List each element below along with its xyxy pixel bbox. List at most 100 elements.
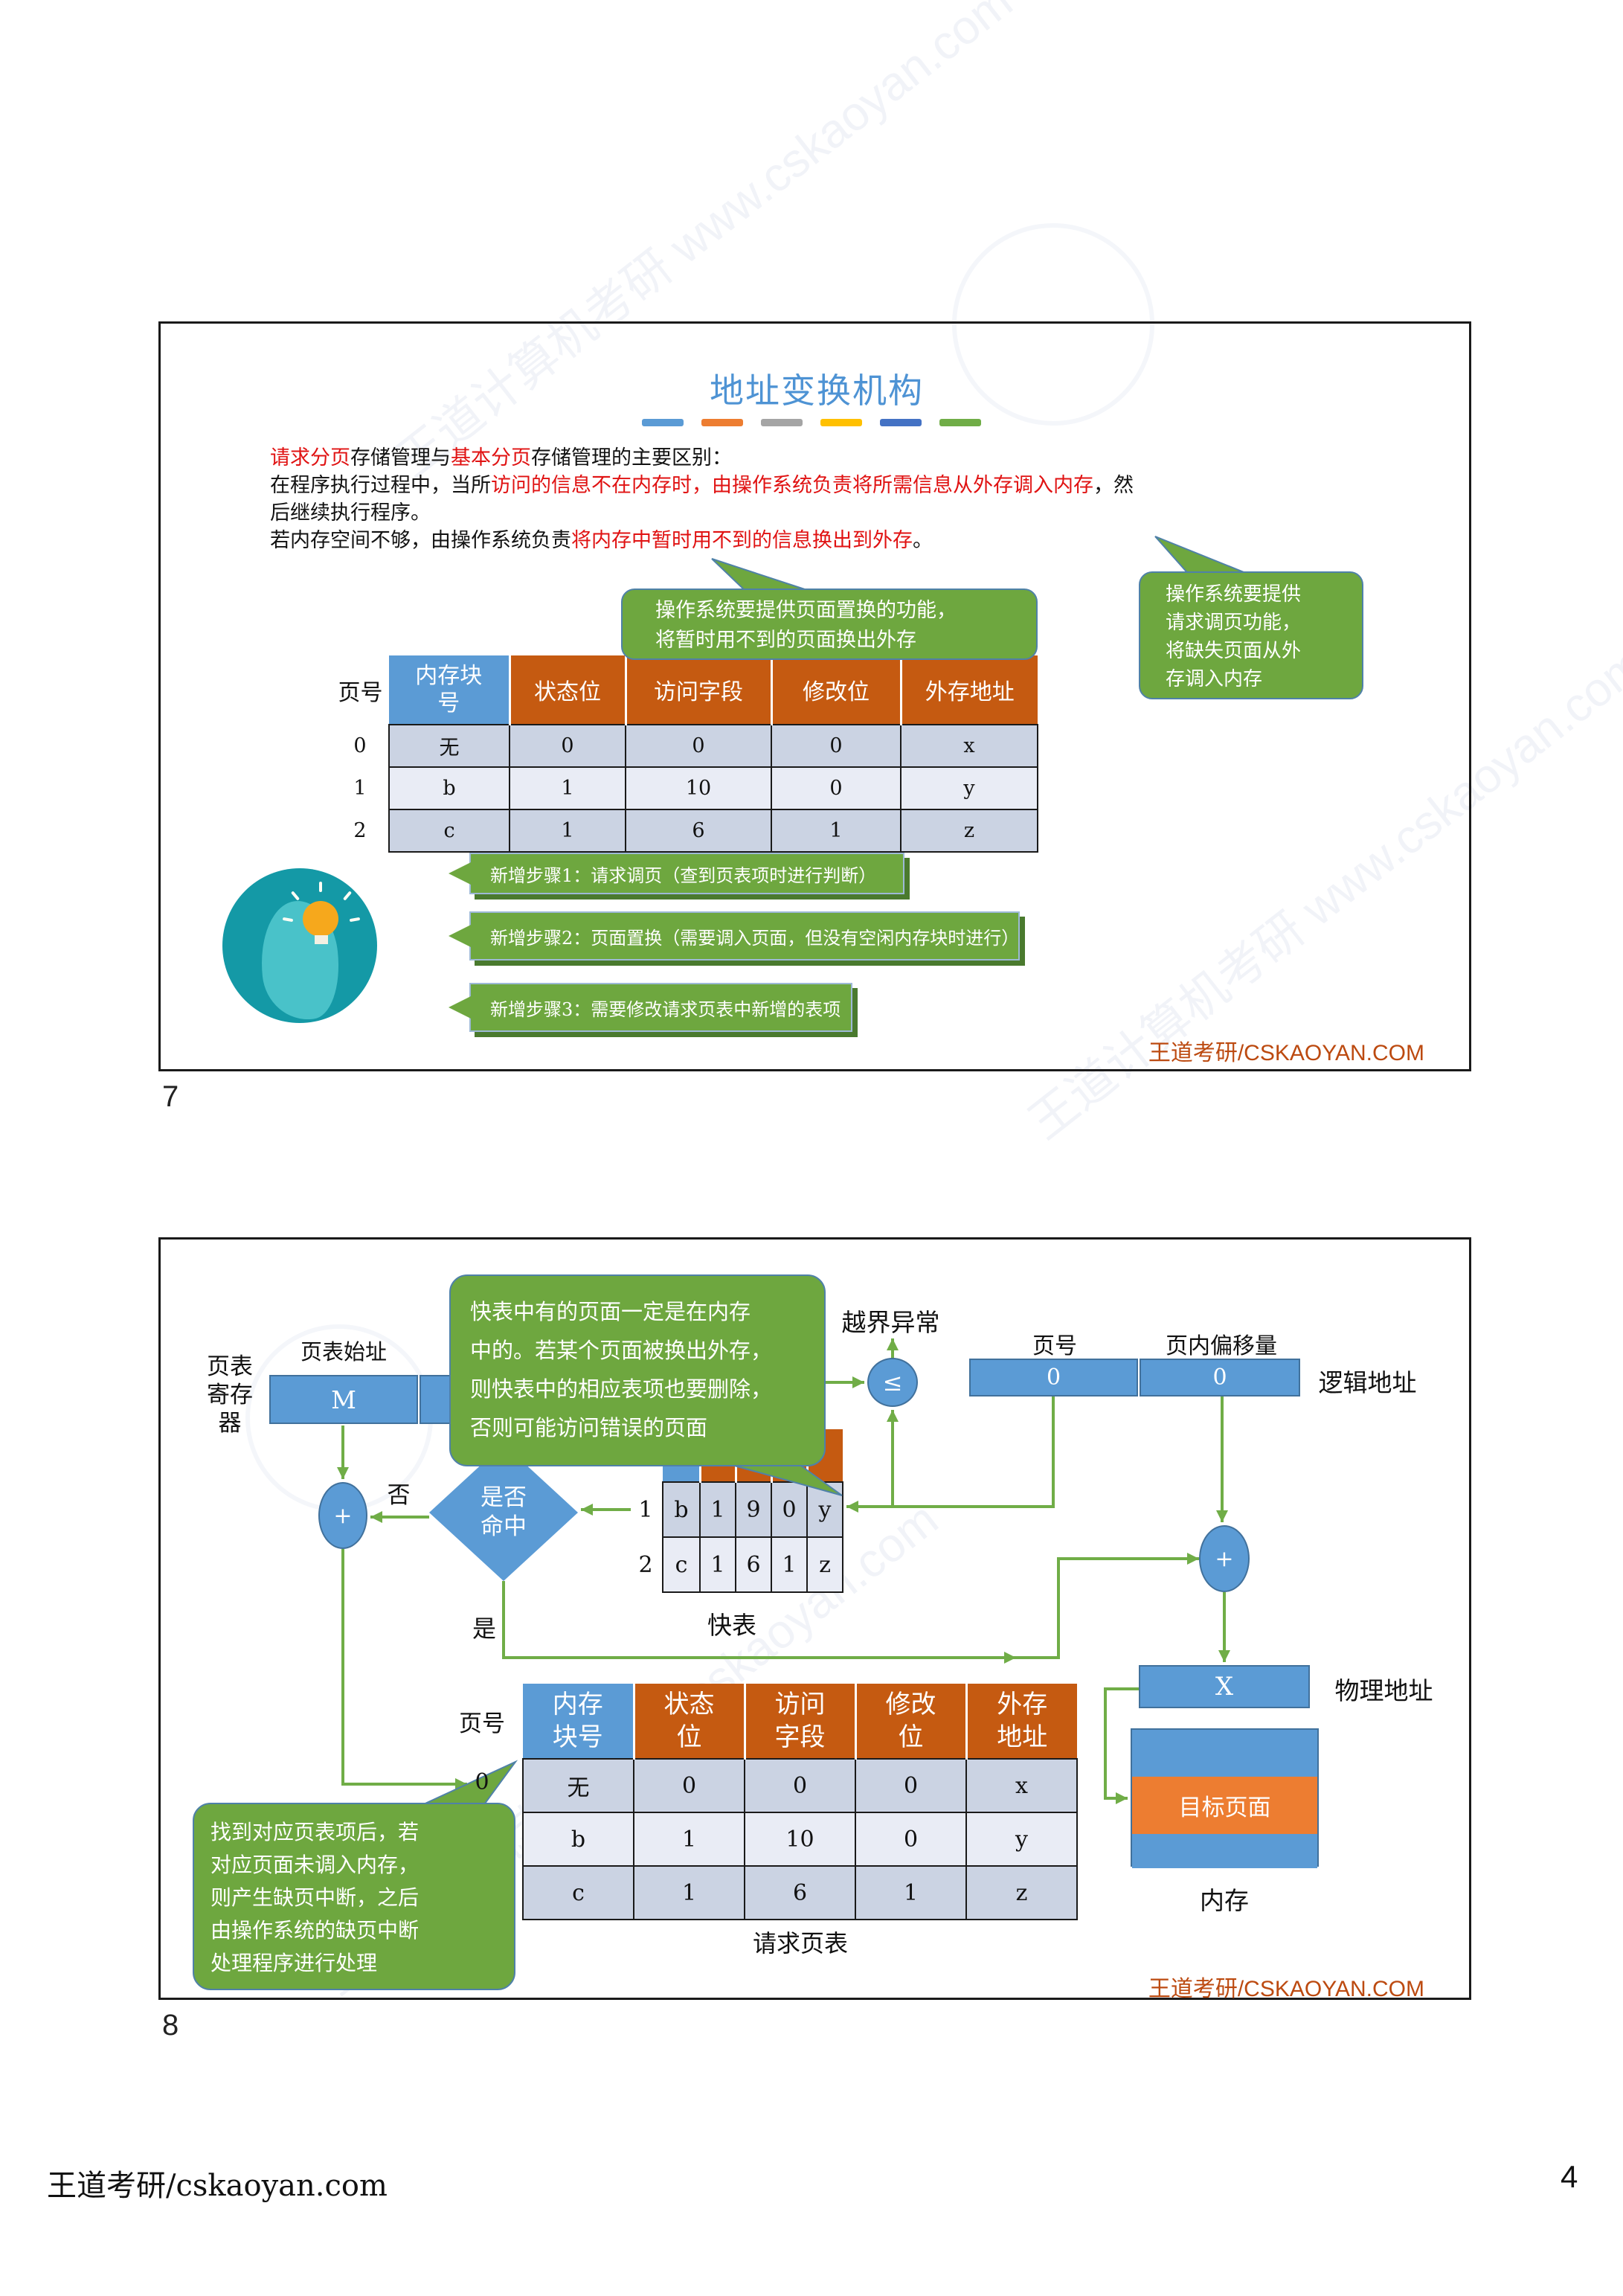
accent-dash (939, 419, 981, 426)
callout-line: 则产生缺页中断，之后 (210, 1885, 420, 1910)
document-footer: 王道考研/cskaoyan.com (47, 2169, 388, 2203)
slide-footer: 王道考研/CSKAOYAN.COM (1148, 1977, 1424, 2001)
adder-left: + (318, 1482, 367, 1549)
column-header: 状态位 (508, 655, 626, 725)
document-page-number: 4 (1561, 2159, 1578, 2194)
memory-label: 内存 (1200, 1886, 1249, 1915)
out-of-bounds-label: 越界异常 (841, 1308, 940, 1337)
paragraph-line: 请求分页存储管理与基本分页存储管理的主要区别： (270, 446, 732, 469)
paragraph-line: 在程序执行过程中，当所访问的信息不在内存时，由操作系统负责将所需信息从外存调入内… (270, 474, 1134, 497)
logical-page-number-box: 0 (969, 1359, 1138, 1396)
table-row: 0 无 0 0 0 x (332, 724, 1038, 768)
accent-dash (880, 419, 922, 426)
req-table-caption: 请求页表 (752, 1929, 848, 1957)
callout-page-replacement: 操作系统要提供页面置换的功能， 将暂时用不到的页面换出外存 (621, 589, 1038, 660)
adder-right: + (1199, 1525, 1250, 1592)
label-line: 寄存 (207, 1382, 253, 1408)
column-header: 访问字段 (743, 1684, 855, 1759)
callout-line: 找到对应页表项后，若 (210, 1820, 420, 1844)
callout-line: 操作系统要提供 (1166, 583, 1302, 606)
ray (349, 917, 361, 923)
callout-line: 则快表中的相应表项也要删除， (470, 1376, 773, 1402)
physical-address-label: 物理地址 (1334, 1676, 1433, 1705)
intro-paragraph: 请求分页存储管理与基本分页存储管理的主要区别： 在程序执行过程中，当所访问的信息… (270, 444, 1326, 554)
brain-lightbulb-icon (222, 868, 377, 1023)
column-header: 内存块号 (389, 655, 510, 725)
table-row: 2 c 1 6 1 z (332, 809, 1038, 853)
memory-free-top (1132, 1730, 1317, 1777)
logical-address-label: 逻辑地址 (1318, 1368, 1417, 1397)
column-header: 内存块号 (523, 1684, 634, 1759)
callout-line: 存调入内存 (1166, 668, 1263, 690)
request-page-table-7: 页号 内存块号 状态位 访问字段 修改位 外存地址 0 无 0 0 0 x 1 … (332, 655, 1038, 853)
memory-free-bottom (1132, 1834, 1317, 1868)
offset-label: 页内偏移量 (1166, 1333, 1277, 1359)
title-accent-dashes (642, 419, 999, 426)
page-table-register-label: 页表 寄存 器 (202, 1353, 257, 1437)
callout-line: 由操作系统的缺页中断 (210, 1918, 420, 1943)
accent-dash (820, 419, 862, 426)
memory-box: 目标页面 (1131, 1728, 1319, 1868)
slide-footer: 王道考研/CSKAOYAN.COM (1148, 1041, 1424, 1065)
table-row: 1 b 1 10 0 y (332, 766, 1038, 810)
slide-title: 地址变换机构 (710, 371, 924, 411)
label-line: 器 (218, 1410, 242, 1437)
callout-line: 操作系统要提供页面置换的功能， (655, 599, 957, 622)
slide-number-7: 7 (162, 1080, 179, 1113)
slide-7: 地址变换机构 请求分页存储管理与基本分页存储管理的主要区别： 在程序执行过程中，… (158, 321, 1471, 1071)
callout-line: 中的。若某个页面被换出外存， (470, 1338, 773, 1363)
column-header: 修改位 (770, 655, 901, 725)
register-base-box: M (269, 1375, 418, 1424)
column-header: 外存地址 (899, 655, 1038, 725)
tlb-caption: 快表 (707, 1611, 756, 1640)
logical-offset-box: 0 (1140, 1359, 1300, 1396)
step-banner-1: 新增步骤1：请求调页（查到页表项时进行判断） (449, 853, 904, 894)
callout-line: 快表中有的页面一定是在内存 (470, 1299, 751, 1324)
accent-dash (701, 419, 743, 426)
slide-number-8: 8 (162, 2009, 179, 2042)
paragraph-line: 若内存空间不够，由操作系统负责将内存中暂时用不到的信息换出到外存。 (270, 529, 933, 552)
table-row: 无 0 0 0 x (441, 1758, 1078, 1813)
callout-line: 处理程序进行处理 (210, 1951, 378, 1975)
accent-dash (642, 419, 684, 426)
callout-demand-paging: 操作系统要提供 请求调页功能， 将缺失页面从外 存调入内存 (1139, 571, 1363, 699)
paragraph-line: 后继续执行程序。 (270, 501, 431, 525)
step-banner-2: 新增步骤2：页面置换（需要调入页面，但没有空闲内存块时进行） (449, 911, 1020, 961)
target-page-band: 目标页面 (1132, 1777, 1317, 1834)
column-header: 修改位 (854, 1684, 966, 1759)
column-header: 外存地址 (965, 1684, 1077, 1759)
callout-line: 将暂时用不到的页面换出外存 (655, 629, 916, 652)
ray (290, 891, 301, 901)
table-row: c 1 6 1 z (441, 1865, 1078, 1920)
physical-address-box: X (1139, 1665, 1310, 1708)
tlb-row: 1 b 1 9 0 y (629, 1481, 843, 1538)
yes-label: 是 (472, 1614, 496, 1643)
callout-tlb-note: 快表中有的页面一定是在内存 中的。若某个页面被换出外存， 则快表中的相应表项也要… (449, 1274, 826, 1466)
tlb-row: 2 c 1 6 1 z (629, 1536, 843, 1593)
page-table-base-label: 页表始址 (300, 1339, 387, 1365)
label-line: 页表 (207, 1353, 253, 1380)
callout-page-fault: 找到对应页表项后，若 对应页面未调入内存， 则产生缺页中断，之后 由操作系统的缺… (193, 1803, 515, 1990)
lightbulb-icon (303, 901, 338, 937)
accent-dash (761, 419, 803, 426)
step-banner-3: 新增步骤3：需要修改请求页表中新增的表项 (449, 983, 852, 1032)
no-label: 否 (387, 1482, 411, 1509)
ray (319, 882, 322, 892)
watermark-ring (952, 223, 1154, 426)
callout-line: 否则可能访问错误的页面 (470, 1415, 708, 1440)
callout-line: 将缺失页面从外 (1166, 640, 1302, 662)
request-page-table-8: 页号 内存块号 状态位 访问字段 修改位 外存地址 无 0 0 0 x b 1 … (441, 1684, 1078, 1920)
callout-line: 对应页面未调入内存， (210, 1853, 420, 1877)
callout-line: 请求调页功能， (1166, 612, 1302, 634)
slide-8: 页表 寄存 器 页表始址 M 快表中有的页面一定是在内存 中的。若某个页面被换出… (158, 1237, 1471, 2001)
lightbulb-base (315, 935, 328, 944)
table-corner-label: 页号 (459, 1710, 505, 1737)
req-row-pointer: 0 (475, 1769, 489, 1795)
table-row: b 1 10 0 y (441, 1812, 1078, 1867)
page-number-label: 页号 (1032, 1333, 1077, 1359)
ray (342, 891, 353, 901)
column-header: 访问字段 (624, 655, 771, 725)
table-corner-label: 页号 (338, 679, 383, 706)
compare-node: ≤ (867, 1358, 918, 1407)
